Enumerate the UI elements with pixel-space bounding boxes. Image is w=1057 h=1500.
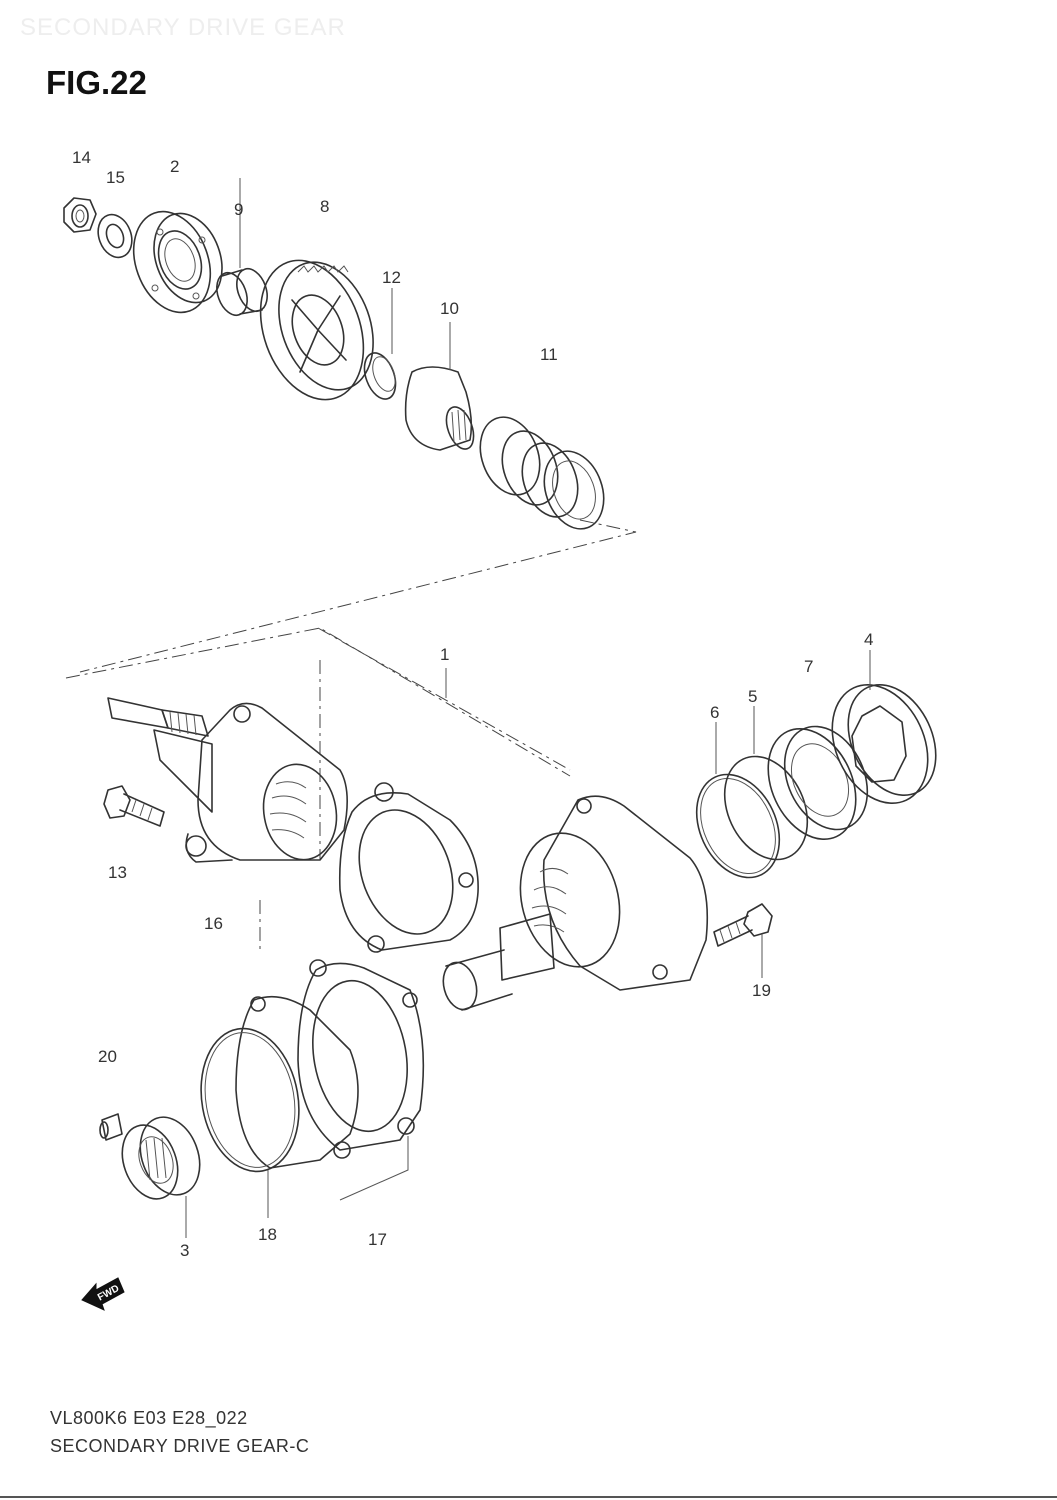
callout-6: 6 xyxy=(710,703,719,722)
part-3-needle-bearing xyxy=(121,1116,201,1200)
part-2-bearing xyxy=(132,210,223,314)
part-19-bolt xyxy=(713,903,773,947)
part-16-shim xyxy=(338,782,479,953)
callout-13: 13 xyxy=(108,863,127,882)
part-4-nut xyxy=(831,683,937,804)
part-1-front-housing xyxy=(185,702,348,863)
header-faint-title: SECONDARY DRIVE GEAR xyxy=(20,14,346,41)
page-bottom-border xyxy=(0,1496,1057,1498)
footer-diagram-code: VL800K6 E03 E28_022 xyxy=(50,1408,248,1428)
callout-1: 1 xyxy=(440,645,449,664)
part-17-cover xyxy=(297,959,425,1159)
part-8-gear xyxy=(259,259,374,401)
callout-17: 17 xyxy=(368,1230,387,1249)
forward-arrow-icon: FWD xyxy=(81,1277,125,1311)
part-5-shim xyxy=(723,755,809,861)
part-12-circlip xyxy=(363,352,397,400)
part-14-nut xyxy=(63,197,97,233)
part-13-bolt xyxy=(103,785,165,827)
callout-4: 4 xyxy=(864,630,873,649)
part-10-cam xyxy=(404,366,475,451)
part-1-drive-shaft xyxy=(107,697,213,813)
part-15-washer xyxy=(97,213,133,259)
callout-9: 9 xyxy=(234,200,243,219)
callout-18: 18 xyxy=(258,1225,277,1244)
footer-diagram-name: SECONDARY DRIVE GEAR-C xyxy=(50,1436,310,1456)
part-6-o-ring xyxy=(695,773,781,879)
callout-2: 2 xyxy=(170,157,179,176)
callout-10: 10 xyxy=(440,299,459,318)
callout-14: 14 xyxy=(72,148,91,167)
callout-16: 16 xyxy=(204,914,223,933)
callout-8: 8 xyxy=(320,197,329,216)
callout-7: 7 xyxy=(804,657,813,676)
leader-lines xyxy=(185,178,871,1238)
figure-title: FIG.22 xyxy=(46,64,147,101)
callout-12: 12 xyxy=(382,268,401,287)
part-7-bearing xyxy=(767,725,869,841)
part-1-rear-housing xyxy=(442,795,709,1011)
callout-5: 5 xyxy=(748,687,757,706)
callout-19: 19 xyxy=(752,981,771,1000)
callout-11: 11 xyxy=(540,345,558,364)
part-18-gasket xyxy=(200,995,359,1173)
callout-20: 20 xyxy=(98,1047,117,1066)
part-11-spring xyxy=(479,416,605,530)
callout-15: 15 xyxy=(106,168,125,187)
part-20-dowel-pin xyxy=(99,1113,123,1141)
part-9-spacer xyxy=(216,267,268,317)
callout-3: 3 xyxy=(180,1241,189,1260)
